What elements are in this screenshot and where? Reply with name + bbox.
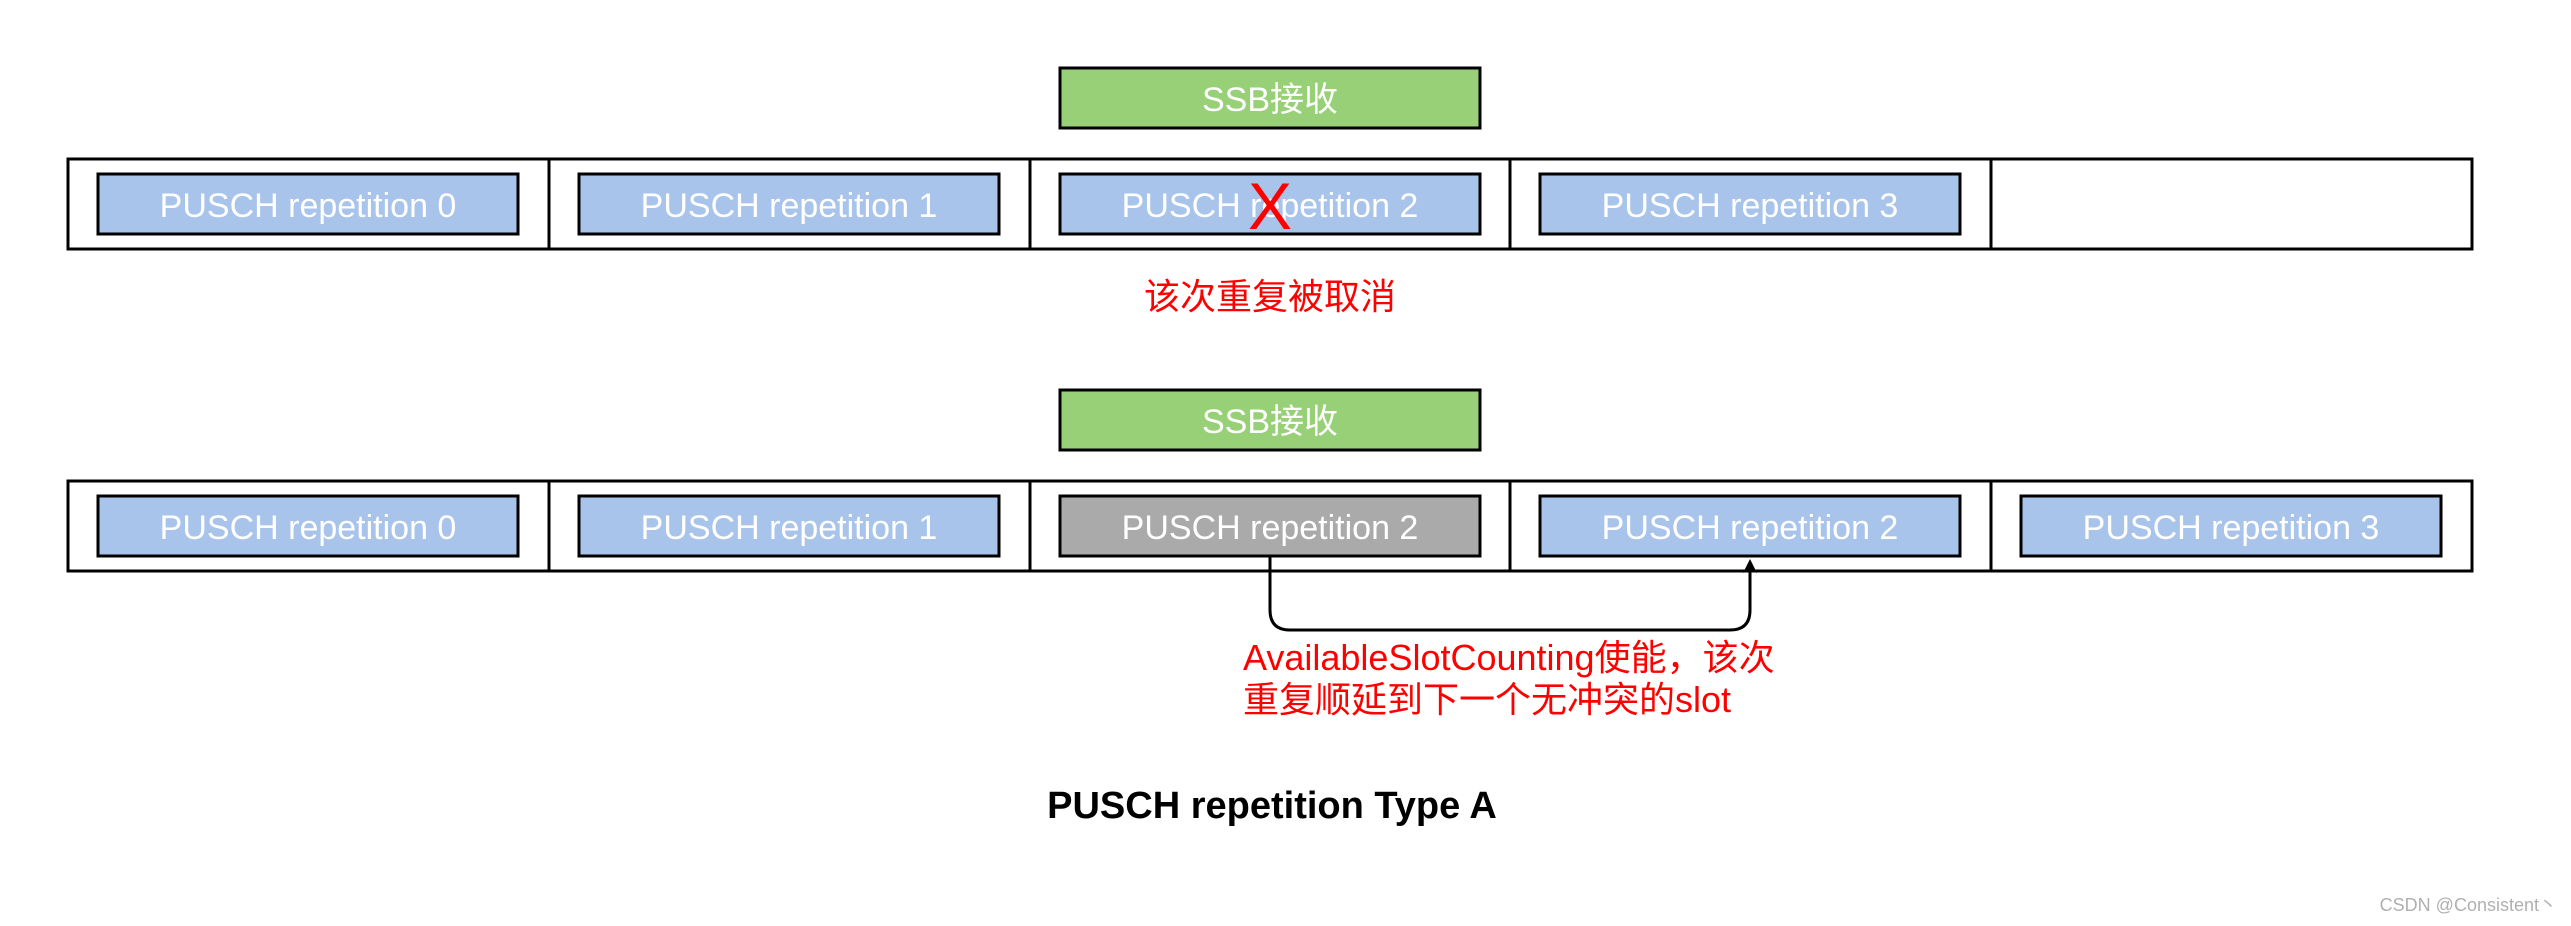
repetition-box-row1: PUSCH repetition 3	[1538, 172, 1962, 236]
repetition-label: PUSCH repetition 2	[1122, 187, 1419, 225]
repetition-label: PUSCH repetition 2	[1122, 509, 1419, 547]
row-2: SSB接收 PUSCH repetition 0 PUSCH repetitio…	[66, 388, 2474, 720]
repetition-box-row2: PUSCH repetition 3	[2019, 494, 2443, 558]
cancel-note: 该次重复被取消	[1144, 276, 1396, 317]
postpone-arrow-icon	[1268, 556, 1757, 632]
repetition-box-row1: PUSCH repetition 0	[96, 172, 520, 236]
repetition-box-row2: PUSCH repetition 2	[1538, 494, 1962, 558]
ssb-label-row2: SSB接收	[1202, 403, 1338, 441]
repetition-box-row1: PUSCH repetition 1	[577, 172, 1001, 236]
cancel-x-icon: X	[1248, 169, 1292, 243]
repetition-box-row2: PUSCH repetition 0	[96, 494, 520, 558]
diagram-title: PUSCH repetition Type A	[1047, 785, 1497, 827]
ssb-box-row2: SSB接收	[1058, 388, 1482, 452]
repetition-label: PUSCH repetition 3	[1602, 187, 1899, 225]
repetition-box-row1-cancelled: PUSCH repetition 2	[1058, 172, 1482, 236]
repetition-box-row2-postponed: PUSCH repetition 2	[1058, 494, 1482, 558]
postpone-note-line2: 重复顺延到下一个无冲突的slot	[1243, 679, 1731, 720]
repetition-label: PUSCH repetition 2	[1602, 509, 1899, 547]
postpone-note-line1: AvailableSlotCounting使能，该次	[1243, 637, 1775, 678]
ssb-label-row1: SSB接收	[1202, 81, 1338, 119]
repetition-label: PUSCH repetition 0	[160, 187, 457, 225]
row-1: SSB接收 PUSCH repetition 0 PUSCH repetitio…	[66, 66, 2474, 317]
repetition-box-row2: PUSCH repetition 1	[577, 494, 1001, 558]
repetition-label: PUSCH repetition 3	[2083, 509, 2380, 547]
repetition-label: PUSCH repetition 0	[160, 509, 457, 547]
repetition-label: PUSCH repetition 1	[641, 509, 938, 547]
ssb-box-row1: SSB接收	[1058, 66, 1482, 130]
repetition-label: PUSCH repetition 1	[641, 187, 938, 225]
watermark: CSDN @Consistent丶	[2380, 895, 2557, 915]
